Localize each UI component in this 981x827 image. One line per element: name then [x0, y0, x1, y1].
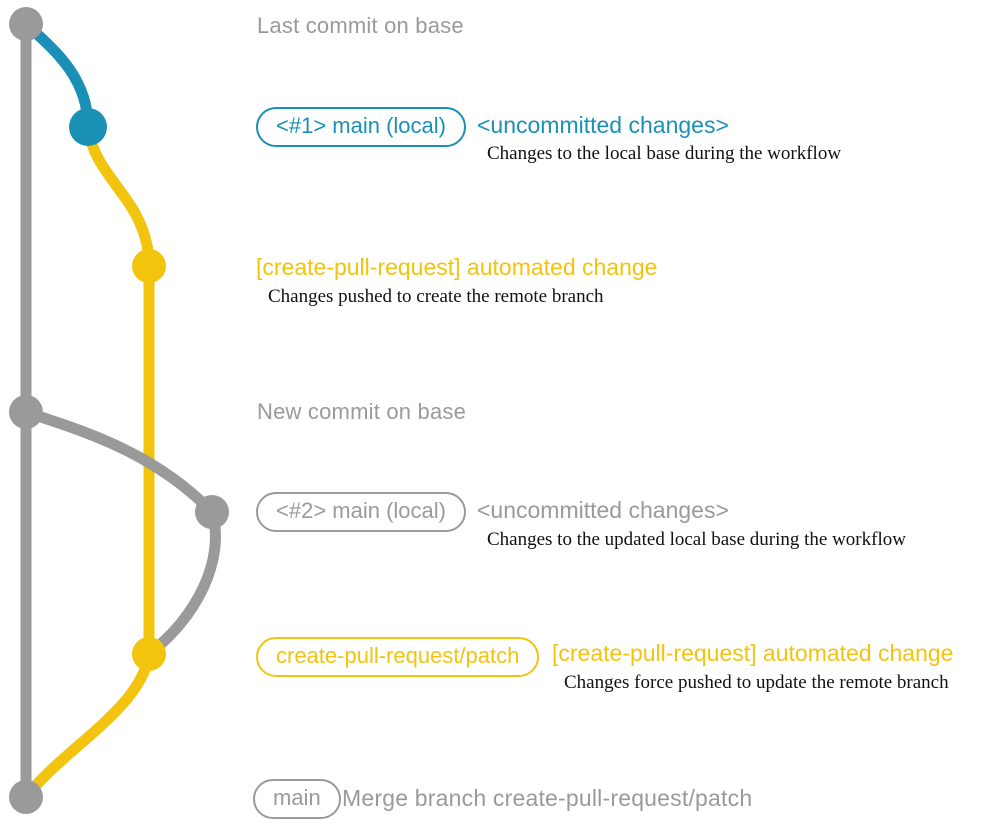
merge-commit-node	[9, 780, 43, 814]
automated-change-2-desc: Changes force pushed to update the remot…	[564, 672, 949, 693]
last-commit-on-base-node	[9, 7, 43, 41]
automated-change-1-label: [create-pull-request] automated change	[256, 254, 658, 280]
pull-request-branch-edge	[82, 126, 155, 654]
local-changes-1-node	[69, 108, 107, 146]
last-commit-label: Last commit on base	[257, 13, 464, 38]
automated-change-2-node	[132, 637, 166, 671]
main-local-1-badge: <#1> main (local)	[256, 107, 466, 147]
uncommitted-changes-2-label: <uncommitted changes>	[477, 497, 729, 523]
merge-branch-label: Merge branch create-pull-request/patch	[342, 785, 753, 811]
main-local-2-badge: <#2> main (local)	[256, 492, 466, 532]
local-changes-2-edge	[24, 406, 216, 516]
new-commit-label: New commit on base	[257, 399, 467, 424]
patch-branch-badge: create-pull-request/patch	[256, 637, 540, 677]
uncommitted-changes-1-desc: Changes to the local base during the wor…	[487, 143, 842, 164]
local-changes-2-node	[195, 495, 229, 529]
main-branch-badge: main	[253, 779, 341, 819]
new-commit-on-base-node	[9, 395, 43, 429]
uncommitted-changes-1-label: <uncommitted changes>	[477, 112, 729, 138]
automated-change-1-node	[132, 249, 166, 283]
automated-change-1-desc: Changes pushed to create the remote bran…	[268, 286, 604, 307]
automated-change-2-label: [create-pull-request] automated change	[552, 640, 954, 666]
uncommitted-changes-2-desc: Changes to the updated local base during…	[487, 529, 906, 550]
force-push-edge	[145, 510, 221, 659]
merge-edge	[21, 652, 155, 801]
